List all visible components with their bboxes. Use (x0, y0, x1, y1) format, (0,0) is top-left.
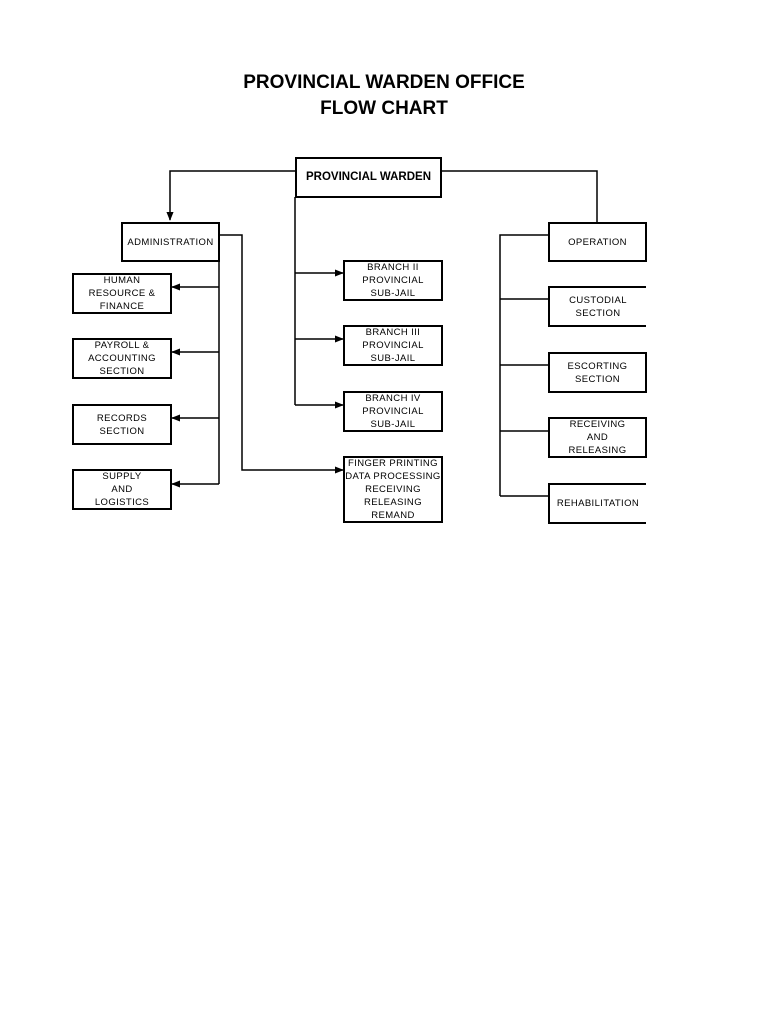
chart-title-line-2: FLOW CHART (320, 98, 448, 119)
node-branch-2: BRANCH II PROVINCIAL SUB-JAIL (343, 260, 443, 301)
node-branch-3: BRANCH III PROVINCIAL SUB-JAIL (343, 325, 443, 366)
connector-root-operation (441, 170, 598, 222)
chart-title-line-1: PROVINCIAL WARDEN OFFICE (243, 72, 525, 93)
node-custodial: CUSTODIAL SECTION (548, 286, 646, 327)
node-payroll: PAYROLL & ACCOUNTING SECTION (72, 338, 172, 379)
node-provincial-warden: PROVINCIAL WARDEN (295, 157, 442, 198)
node-supply: SUPPLY AND LOGISTICS (72, 469, 172, 510)
connector-operation-trunk (499, 234, 548, 496)
connector-admin-finger (220, 234, 344, 474)
node-escorting: ESCORTING SECTION (548, 352, 647, 393)
node-rehabilitation: REHABILITATION (548, 483, 646, 524)
node-records: RECORDS SECTION (72, 404, 172, 445)
node-operation: OPERATION (548, 222, 647, 262)
node-finger-printing: FINGER PRINTING DATA PROCESSING RECEIVIN… (343, 456, 443, 523)
node-hr-finance: HUMAN RESOURCE & FINANCE (72, 273, 172, 314)
connector-root-admin (166, 170, 296, 221)
node-receiving: RECEIVING AND RELEASING (548, 417, 647, 458)
node-administration: ADMINISTRATION (121, 222, 220, 262)
node-branch-4: BRANCH IV PROVINCIAL SUB-JAIL (343, 391, 443, 432)
